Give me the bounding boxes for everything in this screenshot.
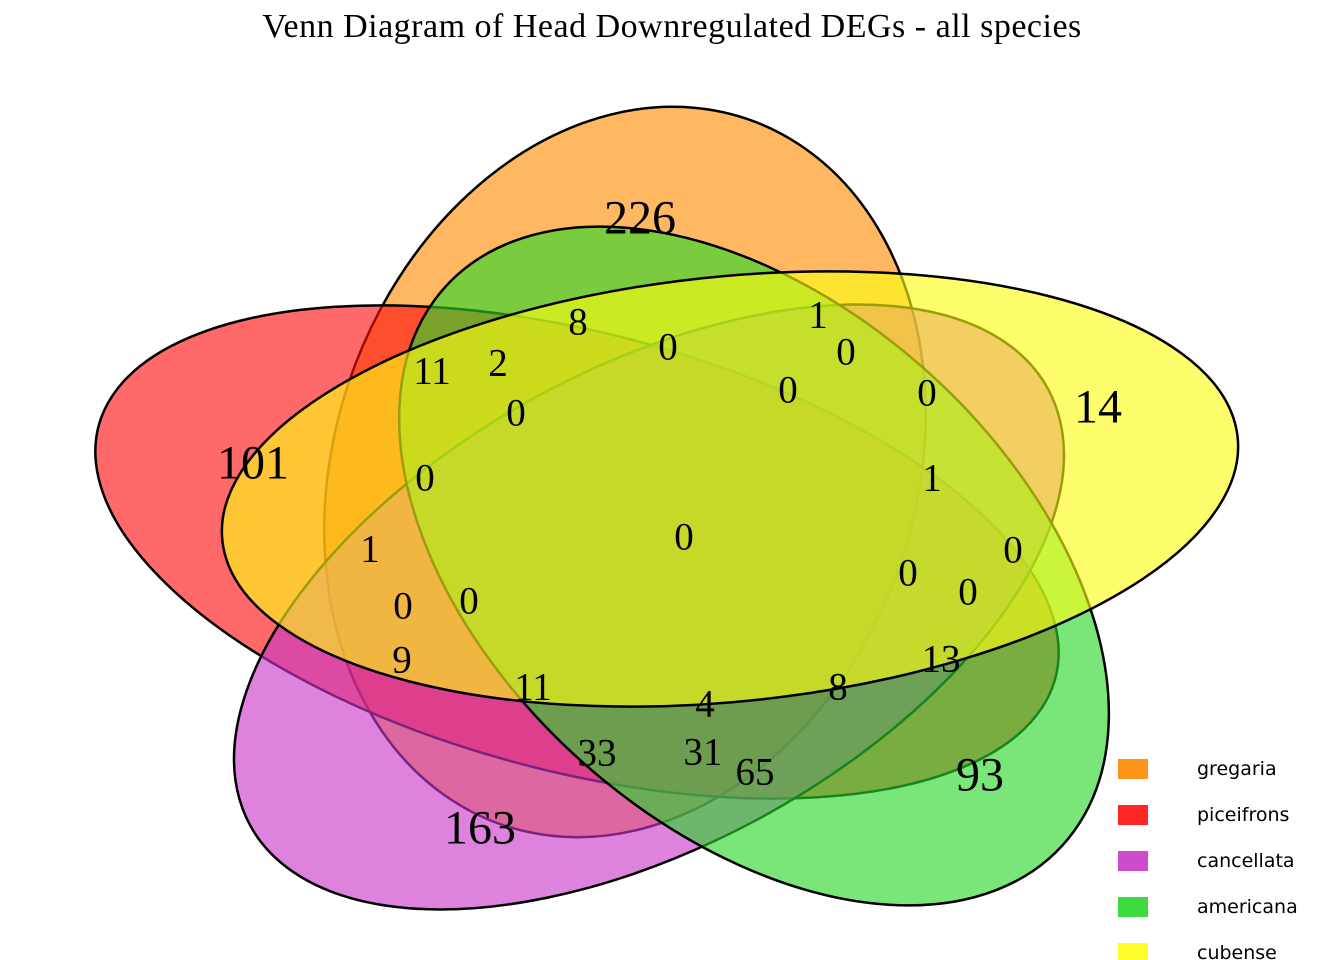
legend-swatch-cancellata [1118, 851, 1148, 871]
legend-label-americana: americana [1197, 896, 1298, 918]
chart-title: Venn Diagram of Head Downregulated DEGs … [262, 8, 1082, 45]
legend-item-cubense: cubense [1118, 942, 1298, 960]
legend-swatch-piceifrons [1118, 805, 1148, 825]
legend-item-americana: americana [1118, 896, 1298, 918]
legend: gregaria piceifrons cancellata americana… [1118, 758, 1298, 960]
legend-label-cancellata: cancellata [1197, 850, 1295, 872]
legend-item-cancellata: cancellata [1118, 850, 1298, 872]
legend-label-cubense: cubense [1197, 942, 1277, 960]
legend-swatch-cubense [1118, 943, 1148, 960]
legend-swatch-gregaria [1118, 759, 1148, 779]
ellipse-cubense [173, 217, 1286, 761]
legend-item-piceifrons: piceifrons [1118, 804, 1298, 826]
legend-label-gregaria: gregaria [1197, 758, 1277, 780]
legend-item-gregaria: gregaria [1118, 758, 1298, 780]
legend-swatch-americana [1118, 897, 1148, 917]
legend-label-piceifrons: piceifrons [1197, 804, 1290, 826]
